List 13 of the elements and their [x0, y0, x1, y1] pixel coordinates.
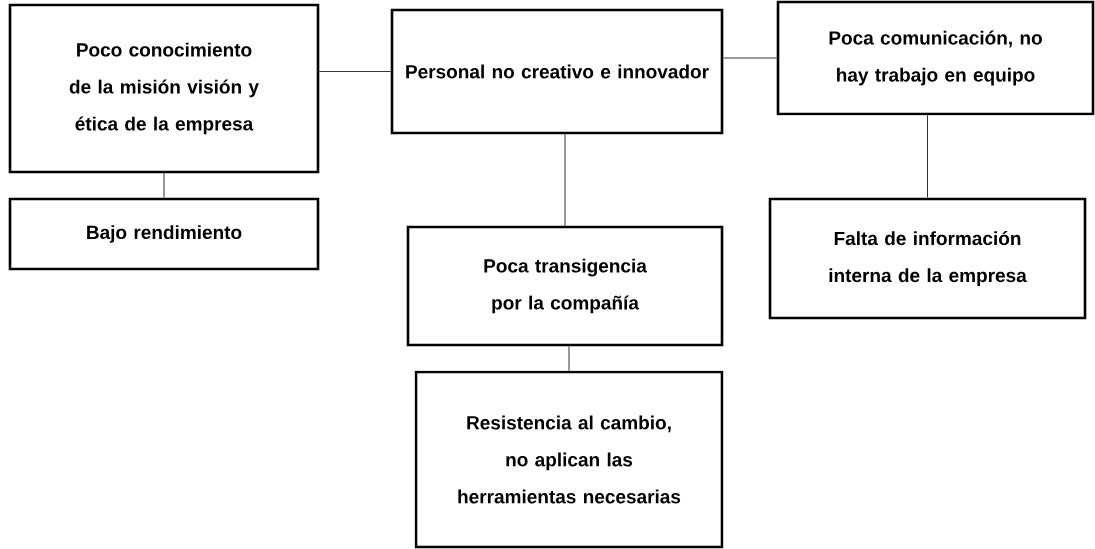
text-box: Personal no creativo e innovador	[390, 8, 724, 135]
text-box: Bajo rendimiento	[8, 197, 320, 271]
text-box: Resistencia al cambio, no aplican las herramientas necesarias	[414, 370, 724, 549]
text-box: Poca transigencia por la compañía	[406, 225, 724, 347]
text-box: Falta de información interna de la empresa	[768, 197, 1087, 320]
connector-line	[927, 114, 928, 199]
connector-line	[163, 172, 165, 199]
text-box: Poco conocimiento de la misión visión y ética de la empresa	[8, 3, 320, 174]
connector-line	[568, 345, 570, 372]
connector-line	[564, 133, 566, 227]
text-box: Poca comunicación, no hay trabajo en equipo	[776, 0, 1095, 116]
connector-line	[722, 57, 778, 59]
connector-line	[318, 71, 392, 72]
